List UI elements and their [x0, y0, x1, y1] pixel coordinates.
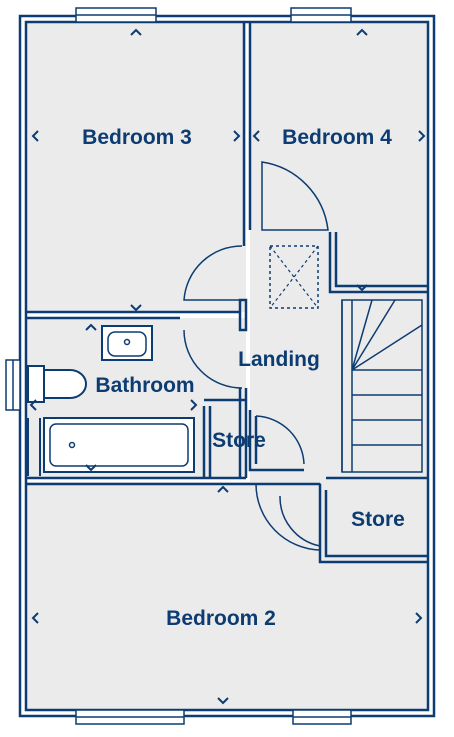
- internal-walls: [26, 22, 428, 564]
- door-store-small: [255, 415, 305, 465]
- bedroom-3-label: Bedroom 3: [82, 126, 192, 149]
- dimension-arrow-icon: [29, 28, 426, 705]
- toilet-icon: [27, 365, 87, 403]
- wall-bed3-bed4: [242, 22, 252, 246]
- landing-floor: [250, 292, 340, 482]
- door-store-right: [279, 495, 321, 547]
- door-bedroom-2: [255, 483, 321, 551]
- bathroom-label: Bathroom: [95, 374, 194, 397]
- wall-bed4-landing: [328, 232, 428, 294]
- wall-store-small-right: [248, 410, 304, 472]
- wall-store-small: [202, 398, 246, 478]
- windows: [5, 7, 352, 725]
- wall-stub-landing-left: [238, 298, 248, 332]
- door-bathroom: [183, 329, 243, 389]
- door-bedroom-3: [183, 245, 243, 301]
- store-small-label: Store: [212, 429, 266, 452]
- bathtub-icon: [27, 417, 195, 476]
- bedroom-4-floor: [250, 22, 428, 292]
- store-right-label: Store: [351, 508, 405, 531]
- staircase-icon: [341, 299, 423, 473]
- bedroom-2-floor: [26, 482, 428, 710]
- wall-bed3-bathroom: [26, 310, 240, 320]
- doors: [183, 161, 329, 551]
- stair-floor: [340, 292, 428, 482]
- inner-wall-outline: [24, 20, 430, 712]
- bedroom-2-label: Bedroom 2: [166, 607, 276, 630]
- landing-label: Landing: [238, 348, 320, 371]
- loft-hatch-icon: [269, 245, 319, 309]
- door-bedroom-4: [261, 161, 329, 231]
- wall-landing-bathroom: [238, 388, 248, 478]
- room-labels: Bedroom 3 Bedroom 4 Landing Bathroom Sto…: [82, 126, 405, 630]
- bedroom-3-floor: [26, 22, 246, 312]
- wash-basin-icon: [101, 325, 153, 361]
- floor-areas: [26, 22, 428, 710]
- bedroom-4-label: Bedroom 4: [282, 126, 392, 149]
